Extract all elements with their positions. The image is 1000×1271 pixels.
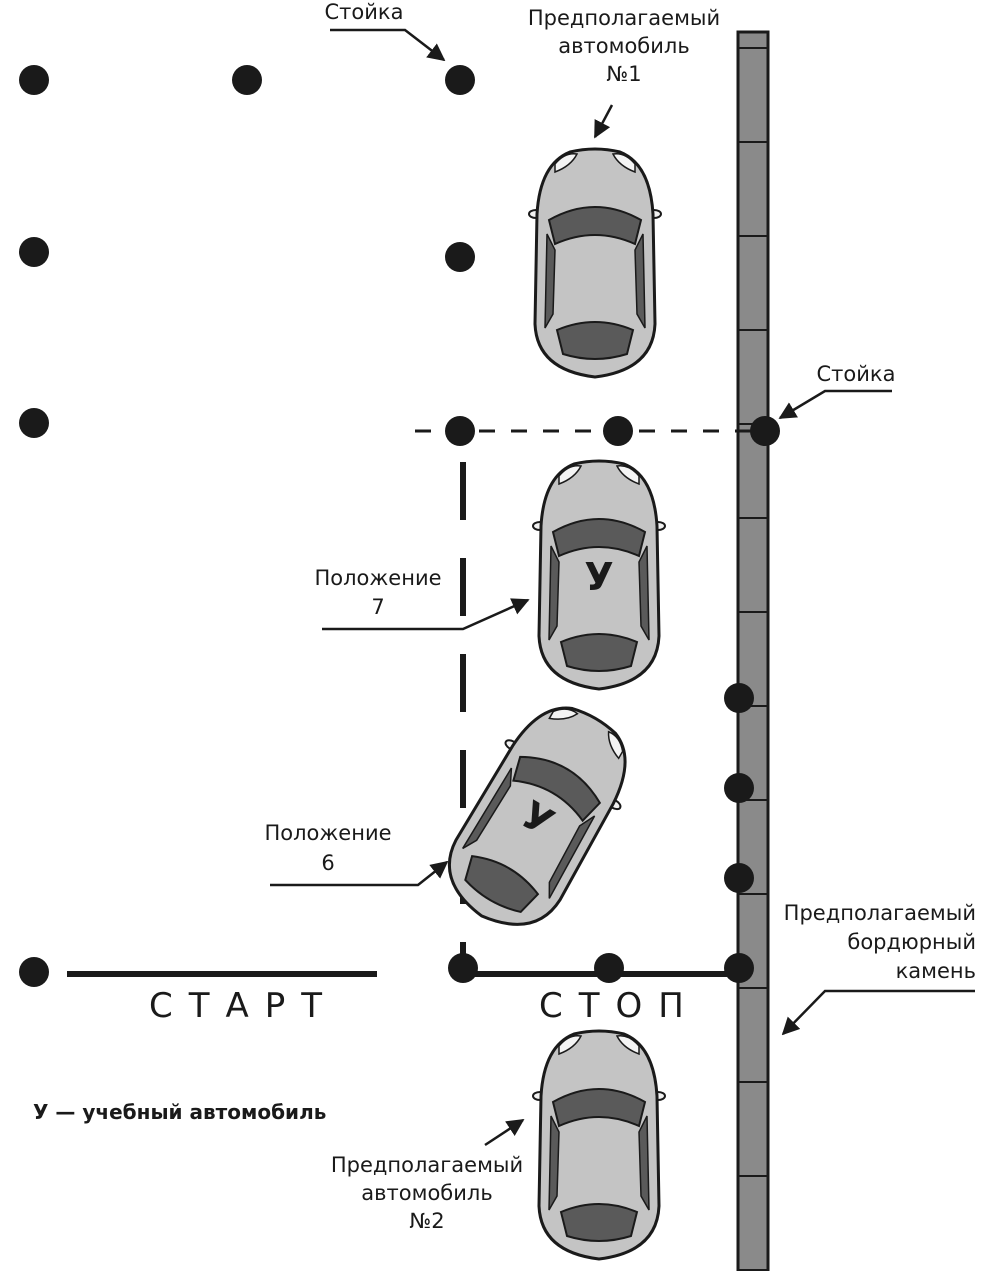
curb xyxy=(736,30,770,1271)
post xyxy=(448,953,478,983)
position-6-label-line: 6 xyxy=(321,851,334,875)
curb-label-line: камень xyxy=(896,959,976,983)
post xyxy=(19,408,49,438)
position-7-label: Положение 7 xyxy=(314,566,441,619)
post xyxy=(724,773,754,803)
posts xyxy=(19,65,780,987)
arrow-car1 xyxy=(593,104,614,139)
training-car-position-7-icon: У xyxy=(531,459,667,691)
post xyxy=(445,416,475,446)
post xyxy=(594,953,624,983)
post xyxy=(445,65,475,95)
car1-label-line: №1 xyxy=(606,62,641,86)
car2-label: Предполагаемый автомобиль №2 xyxy=(331,1153,523,1233)
arrow-post-top xyxy=(330,28,446,62)
curb-label-line: Предполагаемый xyxy=(784,901,976,925)
post xyxy=(19,237,49,267)
training-car-letter: У xyxy=(584,555,613,599)
arrow-pos7 xyxy=(322,598,530,631)
car-1-icon xyxy=(527,147,663,379)
curb-label: Предполагаемый бордюрный камень xyxy=(784,901,976,983)
legend-text: У — учебный автомобиль xyxy=(33,1100,326,1124)
position-6-label-line: Положение xyxy=(264,821,391,845)
post xyxy=(724,863,754,893)
leader-arrows xyxy=(270,28,975,1147)
car2-label-line: автомобиль xyxy=(361,1181,492,1205)
car1-label: Предполагаемый автомобиль №1 xyxy=(528,6,720,86)
car2-label-line: №2 xyxy=(409,1209,444,1233)
post xyxy=(19,957,49,987)
post xyxy=(724,683,754,713)
training-car-position-6-icon: У xyxy=(422,683,655,951)
arrow-post-right xyxy=(778,389,892,420)
curb-label-line: бордюрный xyxy=(847,930,976,954)
post-top-label: Стойка xyxy=(325,0,404,24)
arrow-pos6 xyxy=(270,860,449,887)
post xyxy=(724,953,754,983)
position-7-label-line: 7 xyxy=(371,595,384,619)
arrow-car2 xyxy=(484,1118,525,1147)
post xyxy=(19,65,49,95)
post xyxy=(445,242,475,272)
stop-label: СТОП xyxy=(539,986,700,1026)
position-6-label: Положение 6 xyxy=(264,821,391,875)
arrow-curb xyxy=(781,989,975,1036)
car1-label-line: автомобиль xyxy=(558,34,689,58)
position-7-label-line: Положение xyxy=(314,566,441,590)
car1-label-line: Предполагаемый xyxy=(528,6,720,30)
car2-label-line: Предполагаемый xyxy=(331,1153,523,1177)
post xyxy=(750,416,780,446)
car-2-icon xyxy=(531,1029,667,1261)
start-label: СТАРТ xyxy=(149,986,338,1026)
post-right-label: Стойка xyxy=(817,362,896,386)
post xyxy=(232,65,262,95)
post xyxy=(603,416,633,446)
